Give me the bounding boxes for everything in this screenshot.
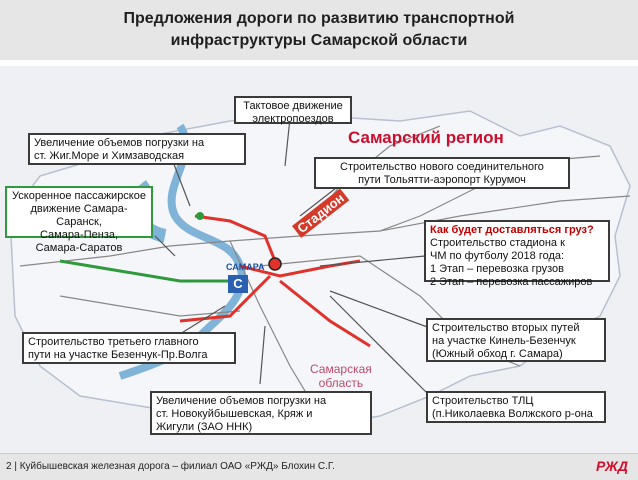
callout-tact: Тактовое движение электропоездов [234, 96, 352, 125]
station-marker [196, 212, 204, 220]
callout-zhig-more: Увеличение объемов погрузки на ст. Жиг.М… [28, 133, 246, 165]
passenger-line [59, 259, 240, 283]
callout-second-tracks: Строительство вторых путей на участке Ки… [426, 318, 606, 362]
cargo-body: Строительство стадиона к ЧМ по футболу 2… [430, 237, 593, 288]
cargo-question: Как будет доставляться груз? [430, 224, 594, 236]
rzd-logo-text: РЖД [596, 458, 628, 474]
samara-label: САМАРА [226, 262, 265, 272]
callout-passenger: Ускоренное пассажирское движение Самара-… [5, 186, 153, 254]
oblast-label: Самарская область [310, 362, 372, 390]
page-title: Предложения дороги по развитию транспорт… [123, 10, 515, 49]
footer-text: 2 | Куйбышевская железная дорога – филиа… [6, 461, 335, 472]
samara-badge: C [228, 275, 248, 293]
stadium-marker [268, 257, 282, 271]
callout-tlc: Строительство ТЛЦ (п.Николаевка Волжског… [426, 391, 606, 423]
callout-connecting-track: Строительство нового соединительного пут… [314, 157, 570, 189]
callout-novokuibyshevsk: Увеличение объемов погрузки на ст. Новок… [150, 391, 372, 435]
rzd-logo: РЖД [596, 458, 628, 474]
callout-cargo: Как будет доставляться груз? Строительст… [424, 220, 610, 288]
footer-bar: 2 | Куйбышевская железная дорога – филиа… [0, 453, 638, 480]
region-label: Самарский регион [348, 128, 504, 147]
callout-third-track: Строительство третьего главного пути на … [22, 332, 236, 364]
header-bar: Предложения дороги по развитию транспорт… [0, 0, 638, 60]
